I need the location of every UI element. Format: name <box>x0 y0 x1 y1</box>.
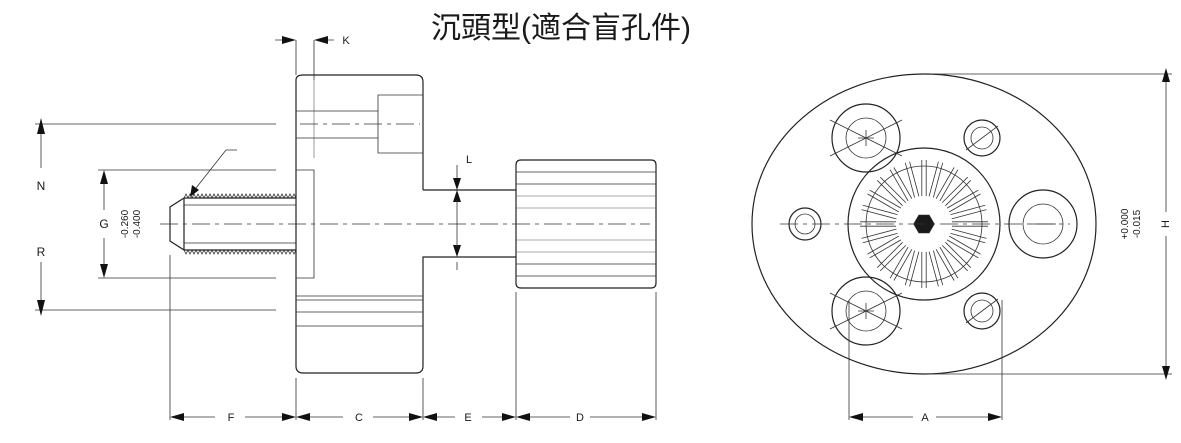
knurl-slot <box>889 167 913 202</box>
thread-leader <box>190 149 237 197</box>
knurl-slot <box>867 235 902 259</box>
knurl-slot <box>946 189 981 213</box>
dim-label-k: K <box>342 35 350 47</box>
threaded-shaft <box>169 193 297 255</box>
counterbore-hole-top-left <box>829 103 903 173</box>
knurl-slot <box>921 160 927 196</box>
knurl-slot <box>946 235 981 259</box>
knurl-slot <box>935 167 959 202</box>
dim-label-f: F <box>228 412 235 424</box>
g-tolerance-upper: -0.260 <box>120 209 131 238</box>
small-hole-top-right <box>963 119 1001 157</box>
flange-body <box>295 74 516 374</box>
dim-label-n: N <box>37 179 46 193</box>
bottom-dimension-chain: F C E D <box>170 412 656 424</box>
drawing-title: 沉頭型(適合盲孔件) <box>431 12 691 45</box>
dim-label-e: E <box>464 412 471 424</box>
flange-outline <box>751 73 1097 375</box>
knurl-slot <box>867 189 902 213</box>
dim-label-h: H <box>1160 220 1172 228</box>
n-r-extension-lines <box>35 123 276 311</box>
dim-label-c: C <box>355 412 363 424</box>
front-view: A H +0.000 -0.015 <box>751 68 1172 424</box>
dim-label-r: R <box>37 245 46 259</box>
dim-label-a: A <box>921 412 929 424</box>
knurl-slot <box>935 246 959 281</box>
dim-label-d: D <box>576 412 584 424</box>
dim-label-l: L <box>466 154 472 166</box>
h-tolerance-lower: -0.015 <box>1132 209 1143 238</box>
g-tolerance-lower: -0.400 <box>132 209 143 238</box>
knurled-head <box>515 159 657 289</box>
h-tolerance-upper: +0.000 <box>1120 208 1131 239</box>
dim-label-g: G <box>99 217 108 231</box>
knurl-slot <box>921 252 927 288</box>
counterbore-hole-bottom-left <box>829 276 903 346</box>
side-view: N R G -0.260 -0.400 K L <box>35 35 657 424</box>
small-hole-bottom-right <box>963 292 1001 330</box>
knurl-slot <box>889 246 913 281</box>
